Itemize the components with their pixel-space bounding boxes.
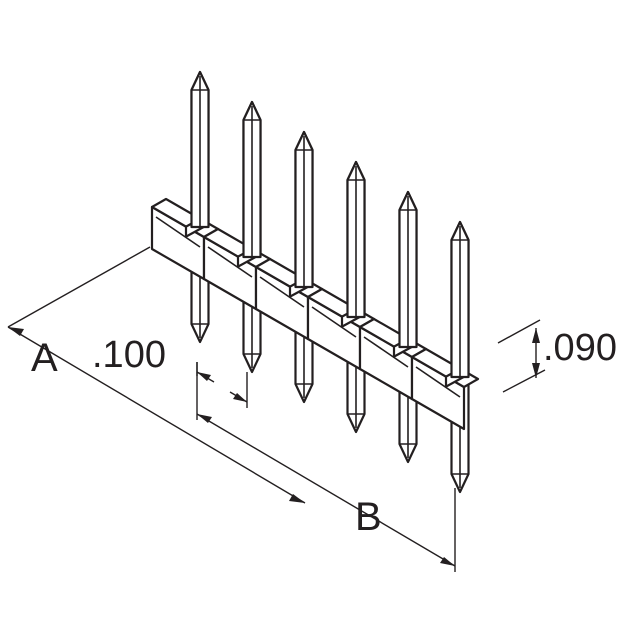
label-a: A [31,336,58,380]
label-b: B [355,495,382,539]
dimension-pitch [196,362,248,408]
dimension-a [7,246,306,504]
dimension-height [497,319,546,393]
pin-top [346,160,366,319]
pin-top [190,70,210,229]
label-pitch: .100 [92,334,166,376]
pin-top [450,220,470,379]
plastic-housing [150,70,480,431]
pin-top [294,130,314,289]
label-height: .090 [543,327,617,369]
pin-top [398,190,418,349]
pin-top [242,100,262,259]
